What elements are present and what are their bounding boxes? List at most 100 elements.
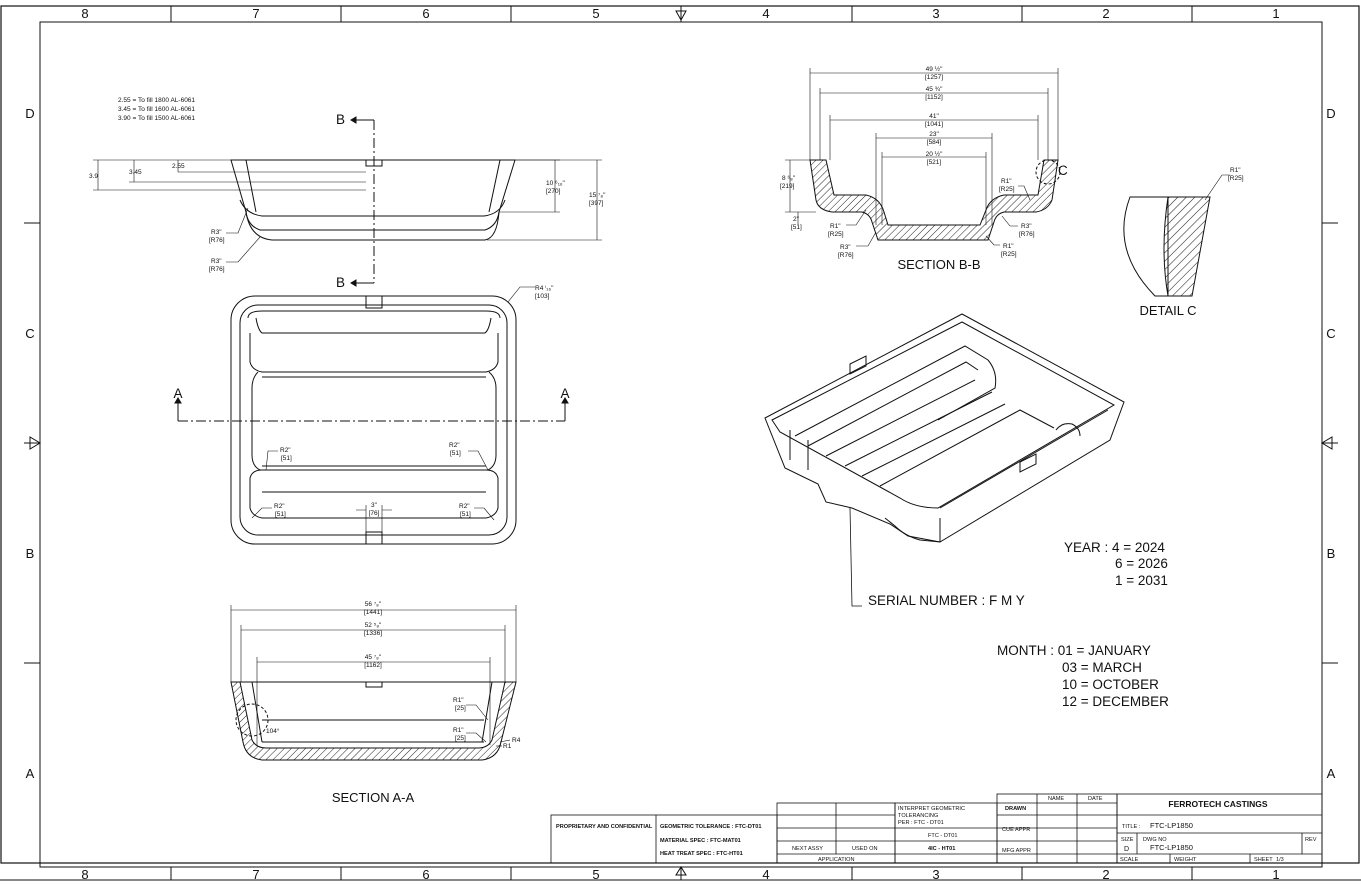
dim-label: 52 ⁵₈" [365,622,382,629]
height-label: 8 ⁶₈" [782,175,796,182]
radius-label: [R76] [1019,231,1035,238]
col-label: 8 [81,6,88,21]
fill-note: 3.45 = To fill 1600 AL-6061 [118,106,195,113]
height-outer: 15 ⁷₈" [589,192,606,199]
section-mark: A [173,386,182,401]
sheet-label: SHEET [1254,857,1273,863]
radius-label: [25] [455,705,466,712]
name-header: NAME [1048,796,1064,802]
radius-label: [25] [455,735,466,742]
col-label: 1 [1272,867,1279,882]
title-block-text: PROPRIETARY AND CONFIDENTIAL GEOMETRIC T… [556,796,1317,863]
col-label: 7 [252,6,259,21]
spec-line: GEOMETRIC TOLERANCE : FTC-DT01 [660,824,762,830]
dim-label: [1257] [925,74,943,81]
detail-mark: C [1058,163,1068,178]
radius-label: R2" [274,503,285,510]
depth-label: 3.45 [129,169,142,176]
dwg-value: FTC-LP1850 [1150,843,1193,852]
col-label: 6 [422,6,429,21]
front-view [93,116,602,287]
section-mark: B [336,275,345,290]
col-label: 6 [422,867,429,882]
drawing-border [0,5,1361,881]
used-on-label: USED ON [852,846,878,852]
dim-label: 49 ½" [926,65,943,73]
radius-label: [R76] [209,237,225,244]
spec-line: MATERIAL SPEC : FTC-MAT01 [660,838,741,844]
fill-note: 2.55 = To fill 1800 AL-6061 [118,97,195,104]
drawn-label: DRAWN [1005,806,1026,812]
month-line: 03 = MARCH [1062,660,1142,675]
dim-label: 41" [929,113,939,120]
row-label: B [1327,546,1336,561]
dim-label: 23" [929,131,939,138]
interpret-line: INTERPRET GEOMETRIC [898,806,965,812]
weight-label: WEIGHT [1174,857,1197,863]
mfg-appr-label: MFG APPR [1002,848,1031,854]
radius-label: [51] [275,511,286,518]
serial-info: SERIAL NUMBER : F M Y YEAR : 4 = 2024 6 … [868,540,1169,709]
section-mark: A [560,386,569,401]
sheet-value: 1/3 [1276,857,1284,863]
next-assy-label: NEXT ASSY [792,846,823,852]
title-label: TITLE : [1122,824,1141,830]
col-label: 2 [1102,867,1109,882]
section-aa-view [230,605,517,761]
dim-label: [1336] [364,630,382,637]
depth-label: 3.9 [89,173,98,180]
col-label: 4 [762,6,769,21]
col-label: 1 [1272,6,1279,21]
isometric-view [764,313,1125,607]
dim-label: 45 ⁷₈" [365,654,382,661]
height-outer-mm: [397] [589,200,604,207]
depth-label: 2.55 [172,163,185,170]
interpret-line: PER : FTC - DT01 [898,820,944,826]
radius-label: R1" [453,697,464,704]
dt-label: FTC - DT01 [928,833,958,839]
radius-label: [R76] [209,266,225,273]
section-aa-labels: 56 ⁷₈" [1441] 52 ⁵₈" [1336] 45 ⁷₈" [1162… [266,601,521,805]
dim-label: 56 ⁷₈" [365,601,382,608]
col-label: 5 [592,867,599,882]
radius-label: R3" [211,229,222,236]
year-line: YEAR : 4 = 2024 [1064,540,1165,555]
rev-label: REV [1305,837,1317,843]
section-aa-title: SECTION A-A [332,790,415,805]
radius-label: R4 [512,737,521,744]
application-label: APPLICATION [818,857,855,863]
section-mark: B [336,112,345,127]
dim-label: [1152] [925,94,943,101]
size-label: SIZE [1121,837,1134,843]
dim-label: [1441] [364,609,382,616]
row-label: A [1327,766,1336,781]
section-bb-view [785,68,1061,247]
radius-label: [51] [450,450,461,457]
step-label: 2" [793,216,800,223]
row-label: C [25,326,34,341]
dim-label: 20 ½" [926,150,943,158]
col-label: 7 [252,867,259,882]
radius-label: [R25] [1001,251,1017,258]
scale-label: SCALE [1120,857,1139,863]
date-header: DATE [1088,796,1103,802]
section-bb-labels: 49 ½" [1257] 45 ¾" [1152] 41" [1041] 23"… [780,65,1068,272]
col-label: 4 [762,867,769,882]
col-label: 8 [81,867,88,882]
detail-c-view [1123,174,1230,297]
dim-label: [584] [927,139,942,146]
interpret-line: TOLERANCING [898,813,938,819]
radius-label: R3" [1021,223,1032,230]
radius-label: R2" [459,503,470,510]
month-line: 10 = OCTOBER [1062,677,1159,692]
title-value: FTC-LP1850 [1150,821,1193,830]
spec-line: HEAT TREAT SPEC : FTC-HT01 [660,851,743,857]
serial-label: SERIAL NUMBER : F M Y [868,593,1025,608]
dwg-label: DWG NO [1143,837,1167,843]
step-label: [51] [791,224,802,231]
radius-label: R1" [1003,243,1014,250]
fill-notes: 2.55 = To fill 1800 AL-6061 3.45 = To fi… [118,97,195,122]
radius-label: [R25] [999,186,1015,193]
radius-label: R1" [1001,178,1012,185]
